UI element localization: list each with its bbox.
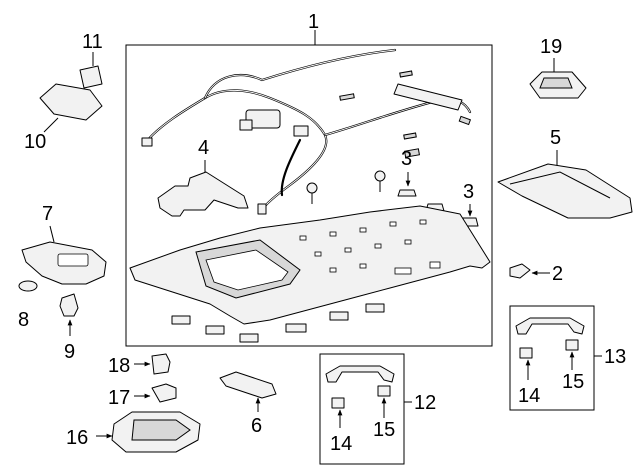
assist-grip [515, 317, 585, 335]
grip-cap-14 [519, 347, 533, 359]
callout-14a: 14 [330, 433, 352, 455]
callout-7-leader [49, 225, 55, 243]
harness-connector [141, 137, 153, 147]
rear-panel [497, 163, 633, 219]
callout-3b: 3 [463, 181, 474, 203]
headliner-mount-brackets [171, 303, 385, 343]
wire-harness [141, 48, 472, 215]
headliner-holes [299, 219, 441, 275]
sunroof-opening-inner [205, 249, 289, 291]
callout-4: 4 [198, 137, 209, 159]
callout-17: 17 [108, 387, 130, 409]
callout-10: 10 [24, 131, 46, 153]
harness-clip [293, 125, 309, 137]
callout-5: 5 [550, 127, 561, 149]
visor-cap [18, 280, 38, 292]
callout-12: 12 [414, 392, 436, 414]
clip-part-2 [509, 263, 531, 279]
callout-6: 6 [251, 415, 262, 437]
screws [306, 170, 386, 204]
callout-8: 8 [18, 309, 29, 331]
headliner-group-frame [125, 44, 493, 347]
grip-cap-14 [331, 397, 345, 409]
callout-18: 18 [108, 355, 130, 377]
assist-grip-group-13 [509, 305, 595, 411]
callout-15a: 15 [373, 419, 395, 441]
callout-9: 9 [64, 341, 75, 363]
vanity-mirror [57, 253, 89, 267]
assist-grip-group-12 [319, 353, 405, 465]
rear-trim-strip [393, 83, 463, 111]
callout-1: 1 [308, 11, 319, 33]
callout-7: 7 [42, 203, 53, 225]
harness-junction-block [245, 109, 281, 129]
trim-strip-6 [219, 371, 277, 399]
lamp-housing [39, 83, 103, 121]
harness-connector [257, 203, 267, 215]
callout-19: 19 [540, 36, 562, 58]
visor-holder [59, 293, 79, 317]
callout-10-leader [43, 117, 59, 133]
callout-16: 16 [66, 427, 88, 449]
callout-14b: 14 [518, 385, 540, 407]
headliner-retainer-strips [339, 70, 472, 158]
clip-17 [151, 383, 177, 403]
grip-cap-15 [377, 385, 391, 397]
harness-clip [239, 119, 253, 131]
callout-15b: 15 [562, 371, 584, 393]
headliner-panel [129, 205, 491, 325]
callout-11: 11 [82, 31, 103, 53]
callout-13: 13 [604, 346, 626, 368]
callout-2: 2 [552, 263, 563, 285]
grip-cap-15 [565, 339, 579, 351]
callout-3a: 3 [401, 148, 412, 170]
sunroof-bracket [157, 171, 249, 217]
bracket-18 [151, 353, 171, 375]
assist-grip [325, 365, 395, 383]
bulb [79, 65, 103, 89]
